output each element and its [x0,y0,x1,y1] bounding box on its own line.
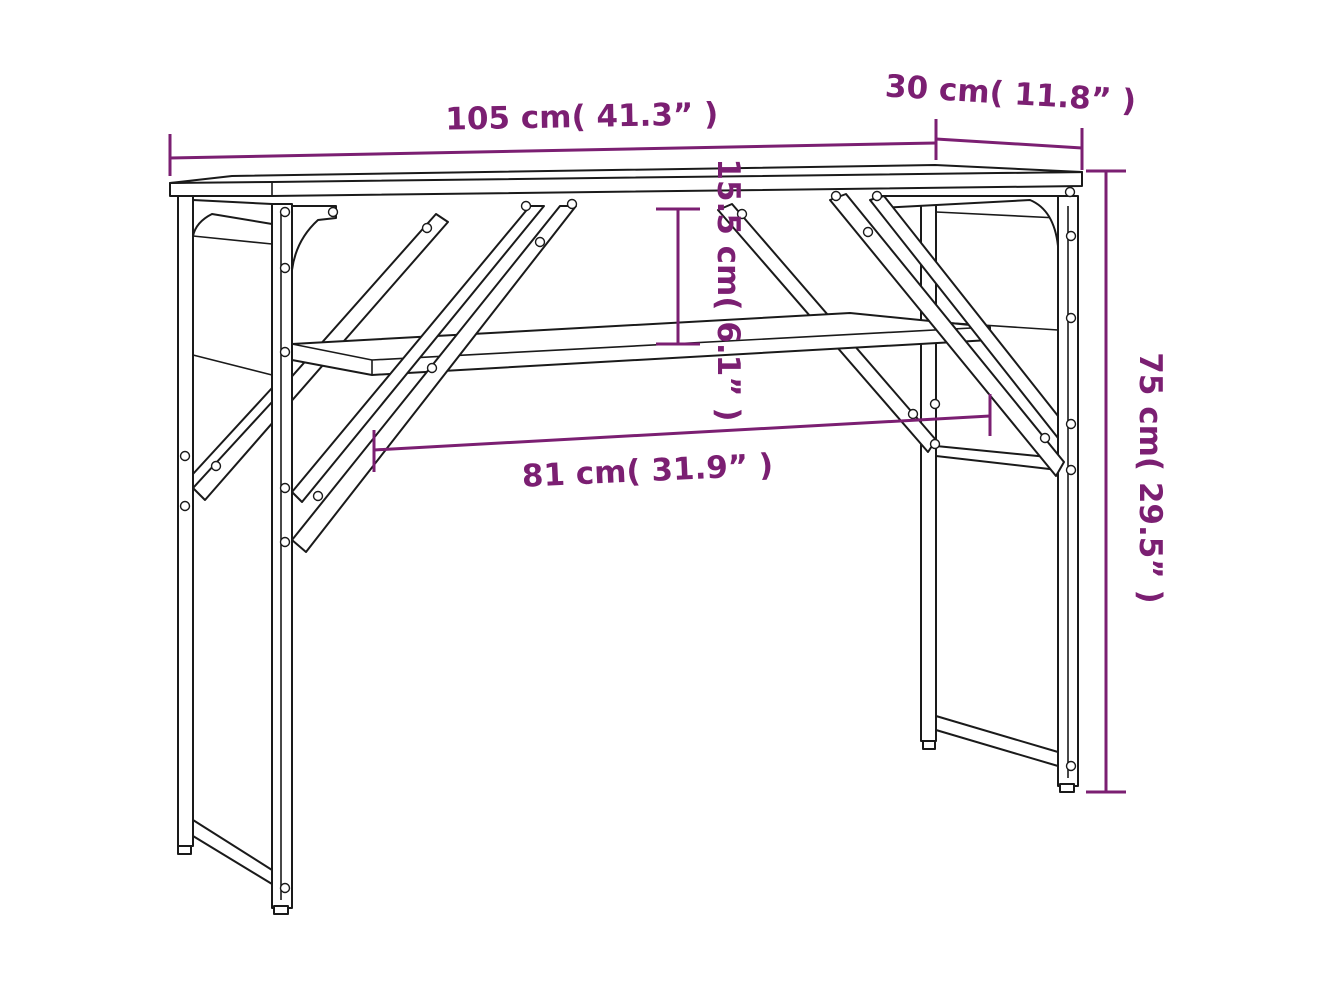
width-label: 105 cm( 41.3” ) [445,96,719,137]
table-illustration [169,164,1083,915]
height-dimension-line [1086,169,1126,794]
back-left-leg [177,195,273,885]
screws [179,186,1077,894]
depth-dimension-line [935,128,1084,170]
shelf-gap-dimension-line [656,207,700,346]
front-left-bracket [291,205,577,553]
shelf-width-dimension-line [372,394,992,472]
depth-label: 30 cm( 11.8” ) [884,68,1137,119]
shelf-gap-label: 15.5 cm( 6.1” ) [710,158,746,421]
tabletop [169,164,1083,197]
front-left-leg [271,203,293,915]
shelf-width-label: 81 cm( 31.9” ) [521,447,774,494]
height-label: 75 cm( 29.5” ) [1132,352,1168,603]
dimension-lines [168,119,1126,794]
front-right-leg [1057,195,1079,793]
